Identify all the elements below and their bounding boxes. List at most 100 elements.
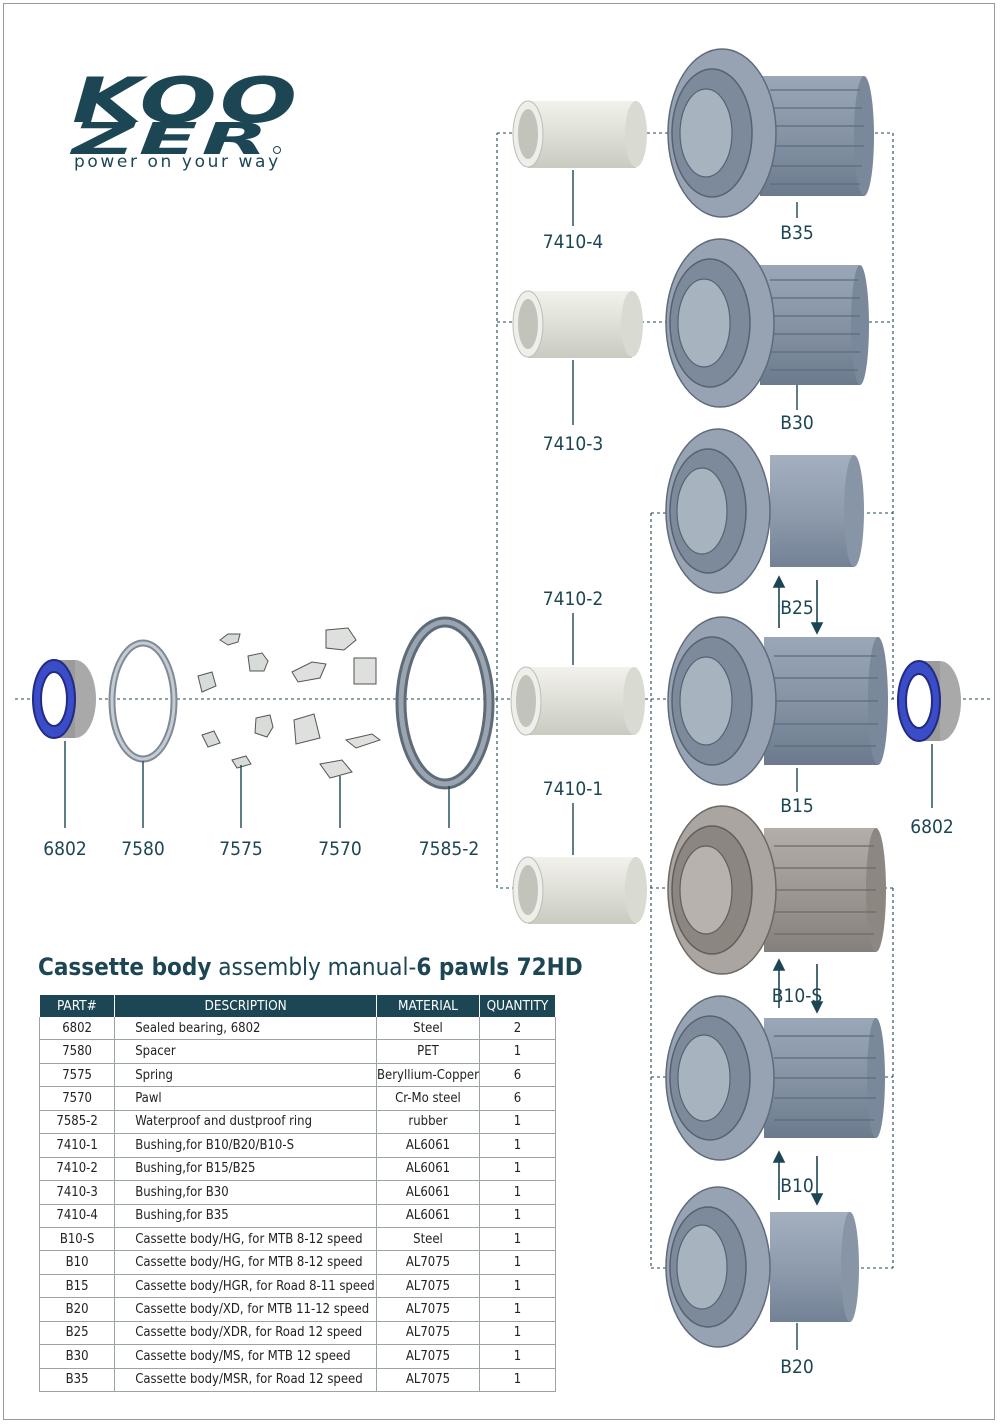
parts-table: PART# DESCRIPTION MATERIAL QUANTITY 6802… — [38, 995, 557, 1393]
cell-material: AL6061 — [376, 1157, 480, 1182]
leader-lines — [64, 170, 933, 1350]
cell-material: Steel — [376, 1017, 480, 1041]
label-b30: B30 — [780, 412, 813, 434]
cell-quantity: 1 — [479, 1133, 557, 1158]
cell-quantity: 1 — [479, 1227, 557, 1252]
header-part: PART# — [39, 995, 116, 1017]
label-b15: B15 — [780, 795, 813, 817]
label-6802-right: 6802 — [910, 816, 954, 838]
header-description: DESCRIPTION — [114, 995, 378, 1017]
cell-part: B35 — [38, 1368, 116, 1393]
cell-material: rubber — [376, 1110, 480, 1135]
cell-part: 7570 — [38, 1086, 116, 1111]
cell-quantity: 1 — [479, 1180, 557, 1205]
cell-part: 7585-2 — [38, 1110, 116, 1135]
table-header-row: PART# DESCRIPTION MATERIAL QUANTITY — [39, 995, 557, 1017]
cell-description: Bushing,for B30 — [114, 1180, 378, 1205]
cell-description: Cassette body/HG, for MTB 8-12 speed — [114, 1250, 378, 1275]
registered-mark-icon — [273, 146, 281, 154]
pawls-7570 — [291, 627, 382, 779]
cell-part: 7580 — [38, 1039, 116, 1064]
cell-material: Steel — [376, 1227, 480, 1252]
cell-material: AL7075 — [376, 1321, 480, 1346]
cell-material: AL7075 — [376, 1250, 480, 1275]
cell-part: B25 — [38, 1321, 116, 1346]
cassette-body-b10 — [665, 995, 885, 1161]
cell-part: B30 — [38, 1344, 116, 1369]
cell-description: Waterproof and dustproof ring — [114, 1110, 378, 1135]
cell-material: AL6061 — [376, 1204, 480, 1228]
cell-quantity: 1 — [479, 1321, 557, 1346]
cell-material: Beryllium-Copper — [376, 1063, 480, 1088]
cell-material: PET — [376, 1039, 480, 1064]
cell-description: Cassette body/XDR, for Road 12 speed — [114, 1321, 378, 1346]
logo-text-line1: KOO — [72, 66, 300, 137]
bearing-6802-left — [32, 659, 96, 739]
logo-text-line2: ZER — [70, 114, 272, 165]
title-part3: 6 pawls 72HD — [416, 953, 583, 981]
cell-description: Cassette body/HGR, for Road 8-11 speed — [114, 1274, 378, 1299]
cell-part: B20 — [38, 1297, 116, 1322]
cell-quantity: 1 — [479, 1157, 557, 1182]
spacer-7580 — [108, 639, 178, 763]
title-part2: assembly manual- — [211, 953, 417, 981]
header-quantity: QUANTITY — [479, 995, 557, 1017]
header-material: MATERIAL — [376, 995, 480, 1017]
kozer-logo: KOO ZER — [70, 66, 300, 165]
seal-ring-7585-2 — [395, 616, 495, 790]
cell-material: AL6061 — [376, 1133, 480, 1158]
cell-material: AL7075 — [376, 1368, 480, 1393]
cell-quantity: 6 — [479, 1063, 557, 1088]
label-b10: B10 — [780, 1175, 813, 1197]
swap-arrows — [772, 575, 824, 1206]
cell-part: B15 — [38, 1274, 116, 1299]
cassette-body-b10s — [667, 805, 886, 975]
cell-description: Bushing,for B15/B25 — [114, 1157, 378, 1182]
cell-description: Cassette body/MS, for MTB 12 speed — [114, 1344, 378, 1369]
cell-description: Cassette body/XD, for MTB 11-12 speed — [114, 1297, 378, 1322]
cell-part: 7410-1 — [38, 1133, 116, 1158]
cell-quantity: 1 — [479, 1204, 557, 1228]
cell-quantity: 1 — [479, 1250, 557, 1275]
cell-part: 7410-4 — [38, 1204, 116, 1228]
label-7570: 7570 — [318, 838, 362, 860]
cassette-body-b15 — [667, 616, 888, 786]
cell-description: Spacer — [114, 1039, 378, 1064]
manual-title: Cassette body assembly manual-6 pawls 72… — [38, 953, 583, 981]
cell-part: B10 — [38, 1250, 116, 1275]
cassette-body-b30 — [665, 238, 869, 408]
cell-quantity: 6 — [479, 1086, 557, 1111]
part-labels: 6802 7580 7575 7570 7585-2 7410-4 7410-3… — [43, 222, 954, 1378]
label-7410-2: 7410-2 — [543, 588, 604, 610]
cell-material: AL7075 — [376, 1297, 480, 1322]
cell-material: AL6061 — [376, 1180, 480, 1205]
cell-description: Sealed bearing, 6802 — [114, 1017, 378, 1041]
cell-material: AL7075 — [376, 1274, 480, 1299]
title-part1: Cassette body — [38, 953, 212, 981]
label-7410-3: 7410-3 — [543, 433, 604, 455]
cassette-body-b25 — [665, 428, 864, 594]
page-border — [3, 3, 995, 1420]
cassette-body-b20 — [665, 1186, 859, 1348]
bushing-7410-2 — [510, 666, 645, 736]
cell-part: 7575 — [38, 1063, 116, 1088]
label-b20: B20 — [780, 1356, 813, 1378]
bushing-7410-3 — [512, 290, 643, 358]
label-b25: B25 — [780, 597, 813, 619]
cell-quantity: 1 — [479, 1110, 557, 1135]
brand-tagline: power on your way — [74, 152, 281, 172]
cell-quantity: 1 — [479, 1344, 557, 1369]
